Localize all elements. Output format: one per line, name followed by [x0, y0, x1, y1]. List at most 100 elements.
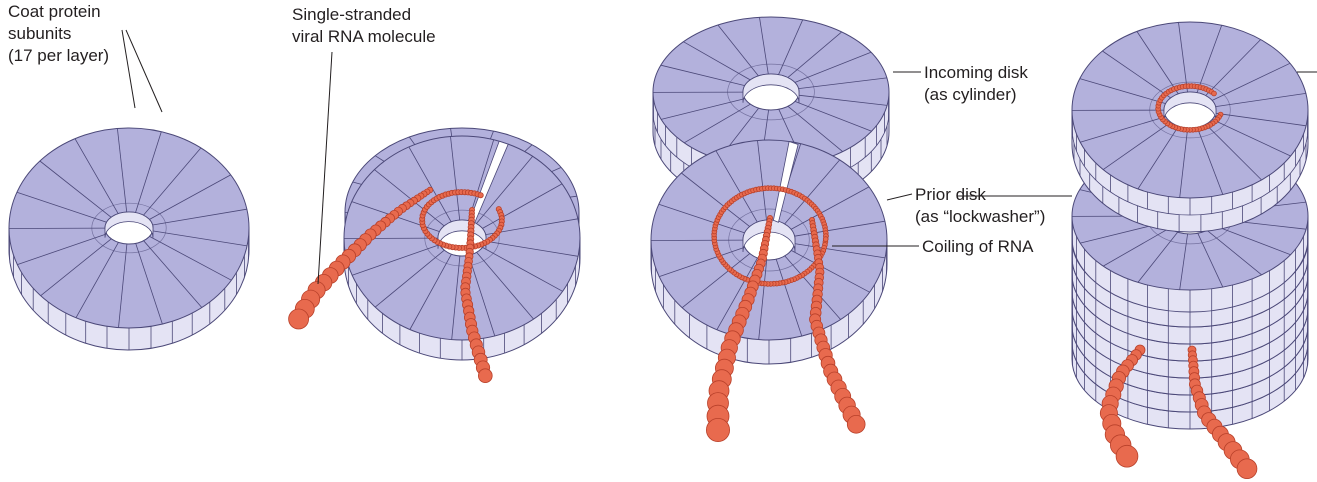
rna-bead: [288, 308, 310, 330]
disk-prior-3: [650, 139, 888, 365]
subunit-line: [784, 255, 841, 320]
hole-inner-wall: [742, 219, 796, 253]
subunit-line: [790, 186, 870, 230]
subunit-line: [149, 174, 231, 220]
leader-rna-molecule: [317, 51, 333, 285]
subunit-line: [681, 172, 750, 227]
subunit-line: [794, 220, 885, 237]
inner-ring: [727, 63, 815, 121]
subunit-line: [661, 98, 745, 120]
subunit-line: [16, 191, 107, 223]
rna-strand-4a: [1099, 344, 1146, 468]
subunit-line: [40, 238, 112, 297]
hole-inner-wall: [742, 73, 800, 103]
label-prior-disk-line1: Prior disk: [915, 185, 986, 204]
subunit-line: [715, 150, 758, 223]
subunit-line: [352, 244, 440, 276]
subunit-line: [716, 257, 758, 330]
subunit-line: [798, 94, 888, 106]
subunit-line: [476, 252, 534, 320]
rna-strand-3a: [706, 214, 774, 442]
rna-strand-3b: [809, 216, 866, 434]
subunit-line: [794, 243, 886, 259]
inner-ring: [91, 202, 167, 254]
subunit-line: [1197, 233, 1224, 288]
rna-strands: [288, 83, 1258, 480]
label-incoming-disk: Incoming disk (as cylinder): [924, 62, 1028, 106]
subunit-line: [1136, 31, 1179, 95]
subunit-line: [660, 64, 745, 86]
subunit-line: [74, 138, 119, 214]
label-prior-disk: Prior disk (as “lockwasher”): [915, 184, 1045, 228]
subunit-line: [787, 105, 843, 152]
subunit-line: [1215, 112, 1307, 127]
subunit-line: [39, 160, 112, 218]
rna-strand-2b: [460, 206, 493, 384]
subunit-line: [1137, 125, 1179, 190]
subunit-line: [451, 255, 461, 340]
subunit-line: [485, 240, 579, 257]
subunit-line: [759, 17, 769, 75]
rna-bead: [1211, 90, 1217, 97]
label-rna-molecule-line2: viral RNA molecule: [292, 27, 436, 46]
label-incoming-disk-line1: Incoming disk: [924, 63, 1028, 82]
subunit-line: [1079, 78, 1166, 104]
subunit-line: [717, 24, 759, 77]
subunit-line: [757, 140, 767, 221]
subunit-line: [1205, 124, 1262, 181]
subunit-line: [1212, 119, 1291, 157]
subunit-line: [152, 230, 248, 247]
subunit-line: [1080, 116, 1166, 143]
subunit-line: [778, 19, 804, 75]
subunit-line: [794, 51, 872, 83]
rna-bead: [477, 368, 493, 384]
subunit-line: [794, 101, 872, 132]
subunit-line: [149, 236, 232, 281]
hole-inner-wall: [104, 211, 154, 238]
inner-ring: [728, 208, 810, 272]
rna-strand-2a: [288, 186, 434, 330]
rna-coil-4: [1155, 83, 1224, 133]
subunit-line: [468, 255, 496, 337]
disk-incoming-4: [1071, 21, 1309, 233]
subunit-line: [143, 240, 203, 308]
inner-ring: [424, 209, 500, 267]
subunit-line: [798, 77, 887, 89]
subunit-line: [450, 136, 461, 221]
subunit-line: [1102, 50, 1171, 99]
subunit-line: [1213, 225, 1291, 256]
subunit-line: [659, 246, 745, 277]
subunit-line: [1196, 127, 1224, 195]
subunit-line: [1215, 93, 1306, 107]
label-coiling-rna: Coiling of RNA: [922, 237, 1034, 256]
subunit-line: [681, 253, 751, 309]
leader-coat-b: [125, 29, 163, 113]
subunit-line: [143, 147, 202, 216]
rna-bead: [706, 417, 731, 442]
rna-bead: [1115, 444, 1139, 468]
subunit-line: [152, 208, 247, 226]
subunit-line: [1206, 229, 1262, 276]
subunit-line: [374, 249, 445, 308]
subunit-line: [758, 259, 768, 340]
rna-bead: [846, 414, 866, 434]
disk-single: [8, 127, 250, 351]
subunit-line: [1211, 62, 1291, 101]
protein-disks: [8, 16, 1309, 430]
label-incoming-disk-line2: (as cylinder): [924, 85, 1017, 104]
subunit-line: [1179, 127, 1189, 198]
inner-ring: [1149, 81, 1231, 139]
leader-coat-a: [121, 29, 136, 109]
subunit-line: [135, 243, 163, 325]
subunit-line: [658, 203, 745, 234]
subunit-line: [135, 131, 162, 213]
subunit-line: [1102, 121, 1172, 170]
label-coat-protein: Coat protein subunits (17 per layer): [8, 1, 109, 67]
subunit-line: [1178, 22, 1188, 93]
subunit-line: [476, 156, 534, 224]
subunit-line: [784, 159, 841, 225]
subunit-line: [1103, 227, 1170, 267]
rna-strand-4b: [1187, 345, 1258, 480]
label-prior-disk-line2: (as “lockwasher”): [915, 207, 1046, 226]
